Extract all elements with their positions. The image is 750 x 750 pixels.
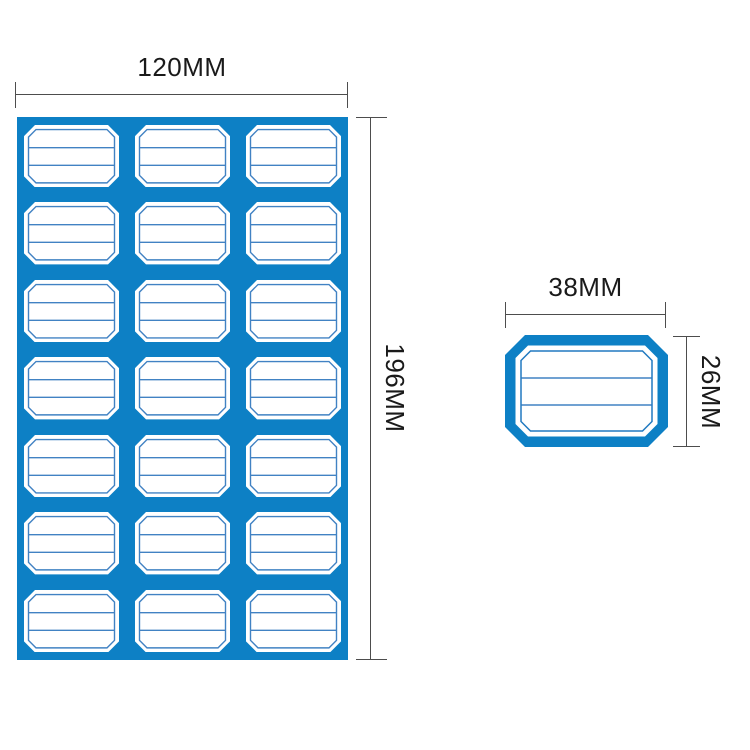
sticker-label: [24, 202, 119, 265]
single-height-dimension: [673, 336, 700, 447]
sticker-face: [24, 357, 119, 420]
sheet-height-label: 196MM: [380, 343, 410, 433]
sticker-face: [24, 512, 119, 575]
sticker-inner-outline: [27, 593, 116, 649]
sticker-label: [246, 202, 341, 265]
sticker-label: [24, 125, 119, 188]
dimension-tick: [505, 302, 506, 328]
sticker-face: [135, 589, 230, 652]
sticker-label: [246, 357, 341, 420]
sticker-label: [135, 125, 230, 188]
sticker-inner-outline: [138, 593, 227, 649]
sticker-inner-outline: [249, 283, 338, 339]
dimension-tick: [673, 336, 700, 337]
single-sticker-graphic: [505, 335, 668, 447]
sticker-inner-outline: [27, 438, 116, 494]
sticker-face: [135, 125, 230, 188]
dimension-line: [686, 336, 687, 447]
sticker-face: [246, 125, 341, 188]
sticker-label: [24, 589, 119, 652]
sticker-label: [135, 434, 230, 498]
sticker-inner-outline: [138, 283, 227, 339]
dimension-tick: [665, 302, 666, 328]
sticker-inner-outline: [249, 206, 338, 262]
single-sticker-inner-outline: [520, 350, 653, 432]
sticker-face: [246, 202, 341, 265]
sticker-inner-outline: [249, 438, 338, 494]
sticker-face: [24, 125, 119, 188]
sticker-label: [135, 202, 230, 265]
sticker-inner-outline: [138, 206, 227, 262]
sticker-face: [135, 279, 230, 343]
sticker-inner-outline: [249, 361, 338, 416]
sticker-label: [135, 357, 230, 420]
sticker-inner-outline: [27, 128, 116, 184]
sticker-label: [246, 434, 341, 498]
dimension-tick: [356, 117, 387, 118]
sticker-label: [246, 512, 341, 575]
sticker-grid: [17, 117, 348, 660]
dimension-tick: [673, 446, 700, 447]
sticker-inner-outline: [27, 206, 116, 262]
sticker-face: [246, 512, 341, 575]
sticker-inner-outline: [27, 515, 116, 571]
sticker-inner-outline: [249, 128, 338, 184]
dimension-line: [370, 117, 371, 660]
single-width-dimension: [505, 302, 666, 328]
sticker-face: [135, 357, 230, 420]
sticker-inner-outline: [138, 128, 227, 184]
sticker-inner-outline: [138, 438, 227, 494]
dimension-tick: [356, 659, 387, 660]
dimension-line: [15, 94, 348, 95]
sticker-label: [246, 279, 341, 343]
sticker-label: [24, 434, 119, 498]
sticker-face: [246, 434, 341, 498]
sticker-label: [24, 357, 119, 420]
sticker-face: [246, 357, 341, 420]
single-height-label: 26MM: [696, 354, 726, 430]
sticker-face: [24, 279, 119, 343]
dimension-line: [505, 314, 666, 315]
sticker-face: [135, 512, 230, 575]
single-width-label: 38MM: [548, 272, 623, 302]
sticker-label: [135, 279, 230, 343]
sticker-face: [246, 589, 341, 652]
sticker-label: [24, 279, 119, 343]
sticker-face: [24, 202, 119, 265]
sticker-label: [24, 512, 119, 575]
sticker-inner-outline: [249, 515, 338, 571]
sticker-inner-outline: [138, 515, 227, 571]
sticker-face: [135, 202, 230, 265]
sticker-face: [135, 434, 230, 498]
sheet-width-label: 120MM: [137, 52, 227, 82]
dimension-tick: [347, 82, 348, 108]
sticker-inner-outline: [249, 593, 338, 649]
sheet-width-dimension: [15, 82, 348, 108]
sticker-face: [246, 279, 341, 343]
sheet-height-dimension: [356, 117, 387, 660]
single-sticker: [505, 335, 668, 447]
sticker-label: [135, 589, 230, 652]
label-sheet: [17, 117, 348, 660]
sticker-inner-outline: [138, 361, 227, 416]
sticker-inner-outline: [27, 361, 116, 416]
sticker-label: [135, 512, 230, 575]
single-sticker-face: [515, 345, 658, 437]
dimension-tick: [15, 82, 16, 108]
sticker-face: [24, 434, 119, 498]
sticker-label: [246, 125, 341, 188]
sticker-face: [24, 589, 119, 652]
sticker-label: [246, 589, 341, 652]
sticker-inner-outline: [27, 283, 116, 339]
